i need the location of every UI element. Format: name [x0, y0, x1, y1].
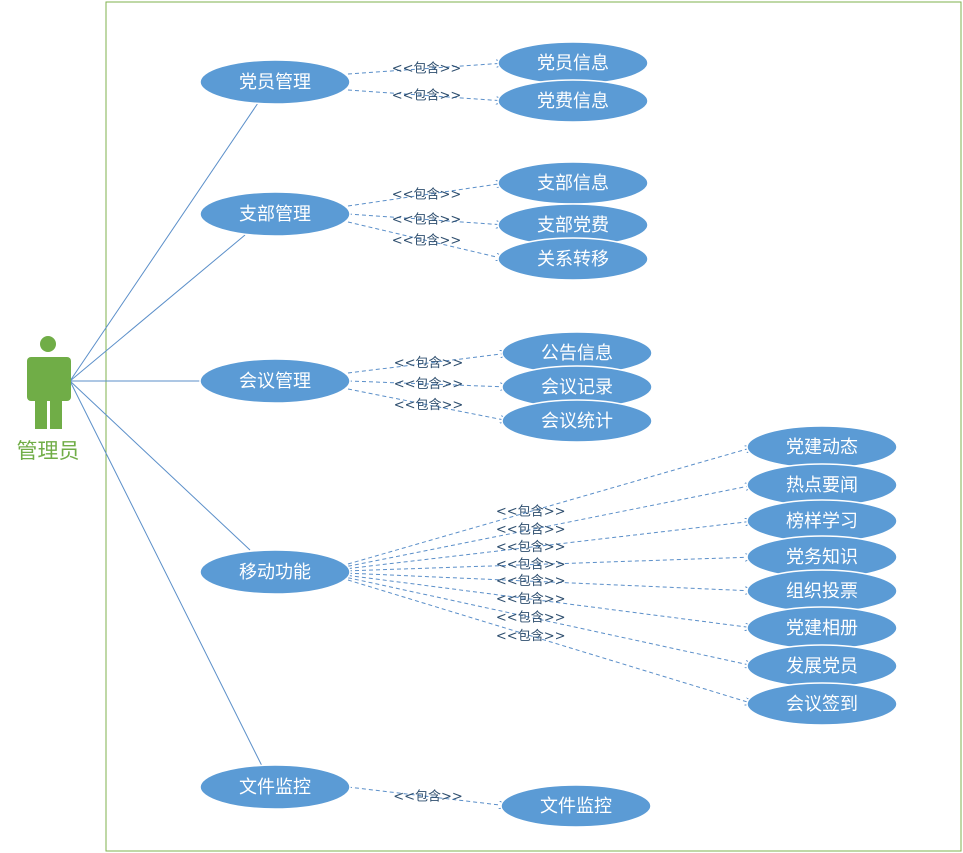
usecase-oval [199, 764, 351, 810]
usecase-label: 公告信息 [541, 343, 613, 364]
include-arrow-1-2 [347, 89, 505, 101]
usecase-label: 党员管理 [239, 72, 311, 93]
include-arrow-3-2 [347, 380, 509, 387]
include-label: <<包含>> [496, 573, 566, 589]
usecase-会议签到[interactable]: 会议签到 [746, 682, 898, 726]
include-label: <<包含>> [496, 591, 566, 607]
usecase-label: 热点要闻 [786, 475, 858, 496]
include-label: <<包含>> [394, 397, 464, 413]
include-arrow-4-5 [347, 572, 754, 591]
usecase-oval [199, 59, 351, 105]
include-arrow-5-1 [347, 786, 508, 806]
usecase-热点要闻[interactable]: 热点要闻 [746, 463, 898, 507]
include-label: <<包含>> [496, 522, 566, 538]
include-arrow-4-1 [347, 447, 754, 565]
usecase-label: 党费信息 [537, 91, 609, 112]
include-arrow-3-3 [347, 388, 509, 421]
usecase-label: 支部信息 [537, 173, 609, 194]
usecase-会议统计[interactable]: 会议统计 [501, 399, 653, 443]
include-label: <<包含>> [496, 628, 566, 644]
usecase-oval [199, 358, 351, 404]
include-label: <<包含>> [392, 61, 462, 77]
lines-layer: <<包含>><<包含>><<包含>><<包含>><<包含>><<包含>><<包含… [69, 61, 754, 807]
usecase-label: 文件监控 [239, 777, 311, 798]
usecase-label: 党建动态 [786, 437, 858, 458]
include-label: <<包含>> [392, 88, 462, 104]
usecase-oval [199, 549, 351, 595]
usecase-党员信息[interactable]: 党员信息 [497, 41, 649, 85]
usecase-label: 会议签到 [786, 694, 858, 715]
include-arrow-2-2 [347, 213, 505, 225]
include-arrow-4-6 [347, 574, 754, 628]
usecase-label: 党员信息 [537, 53, 609, 74]
usecase-会议记录[interactable]: 会议记录 [501, 365, 653, 409]
usecase-关系转移[interactable]: 关系转移 [497, 237, 649, 281]
usecase-label: 移动功能 [239, 562, 311, 583]
include-arrow-4-3 [347, 521, 754, 570]
usecase-label: 关系转移 [537, 249, 609, 270]
usecase-支部管理[interactable]: 支部管理 [199, 191, 351, 237]
include-label: <<包含>> [394, 355, 464, 371]
include-label: <<包含>> [496, 609, 566, 625]
actor-icon [27, 336, 71, 429]
usecase-label: 会议统计 [541, 411, 613, 432]
usecase-榜样学习[interactable]: 榜样学习 [746, 499, 898, 543]
usecase-oval [497, 79, 649, 123]
usecase-label: 榜样学习 [786, 511, 858, 532]
usecase-label: 党务知识 [786, 547, 858, 568]
include-arrow-2-3 [347, 221, 505, 259]
usecase-文件监控[interactable]: 文件监控 [500, 784, 652, 828]
usecase-支部信息[interactable]: 支部信息 [497, 161, 649, 205]
watermark: 头条 @智能化弱电工程分享 [669, 809, 940, 834]
include-arrow-4-7 [347, 577, 754, 666]
actor: 管理员 [17, 336, 80, 463]
usecase-党建相册[interactable]: 党建相册 [746, 606, 898, 650]
usecase-label: 文件监控 [540, 796, 612, 817]
include-label: <<包含>> [394, 376, 464, 392]
usecase-label: 组织投票 [786, 581, 858, 602]
include-label: <<包含>> [496, 503, 566, 519]
usecase-文件监控[interactable]: 文件监控 [199, 764, 351, 810]
system-boundary [105, 1, 962, 852]
include-arrow-4-8 [347, 579, 754, 704]
usecase-oval [746, 682, 898, 726]
usecase-oval [501, 399, 653, 443]
include-label: <<包含>> [393, 789, 463, 805]
usecase-组织投票[interactable]: 组织投票 [746, 569, 898, 613]
usecase-党员管理[interactable]: 党员管理 [199, 59, 351, 105]
usecase-label: 党建相册 [786, 618, 858, 639]
include-arrow-1-1 [347, 63, 505, 75]
include-label: <<包含>> [392, 233, 462, 249]
usecase-发展党员[interactable]: 发展党员 [746, 644, 898, 688]
usecase-oval [497, 237, 649, 281]
usecase-支部党费[interactable]: 支部党费 [497, 203, 649, 247]
usecase-label: 发展党员 [786, 656, 858, 677]
usecase-oval [500, 784, 652, 828]
include-arrow-2-1 [347, 183, 505, 207]
actor-label: 管理员 [17, 439, 80, 463]
usecase-党费信息[interactable]: 党费信息 [497, 79, 649, 123]
include-arrow-3-1 [347, 353, 509, 374]
association-line-2 [69, 234, 246, 382]
usecase-oval [199, 191, 351, 237]
include-label: <<包含>> [496, 539, 566, 555]
include-label: <<包含>> [496, 557, 566, 573]
usecase-移动功能[interactable]: 移动功能 [199, 549, 351, 595]
association-line-5 [69, 380, 263, 767]
include-arrow-4-4 [347, 557, 754, 572]
association-line-1 [69, 102, 259, 382]
usecase-label: 支部党费 [537, 215, 609, 236]
usecase-党建动态[interactable]: 党建动态 [746, 425, 898, 469]
usecase-公告信息[interactable]: 公告信息 [501, 331, 653, 375]
include-label: <<包含>> [392, 212, 462, 228]
usecase-会议管理[interactable]: 会议管理 [199, 358, 351, 404]
include-arrow-4-2 [347, 485, 754, 567]
include-label: <<包含>> [392, 187, 462, 203]
usecase-label: 会议记录 [541, 377, 613, 398]
usecase-label: 支部管理 [239, 204, 311, 225]
association-line-4 [69, 380, 251, 551]
usecase-label: 会议管理 [239, 371, 311, 392]
